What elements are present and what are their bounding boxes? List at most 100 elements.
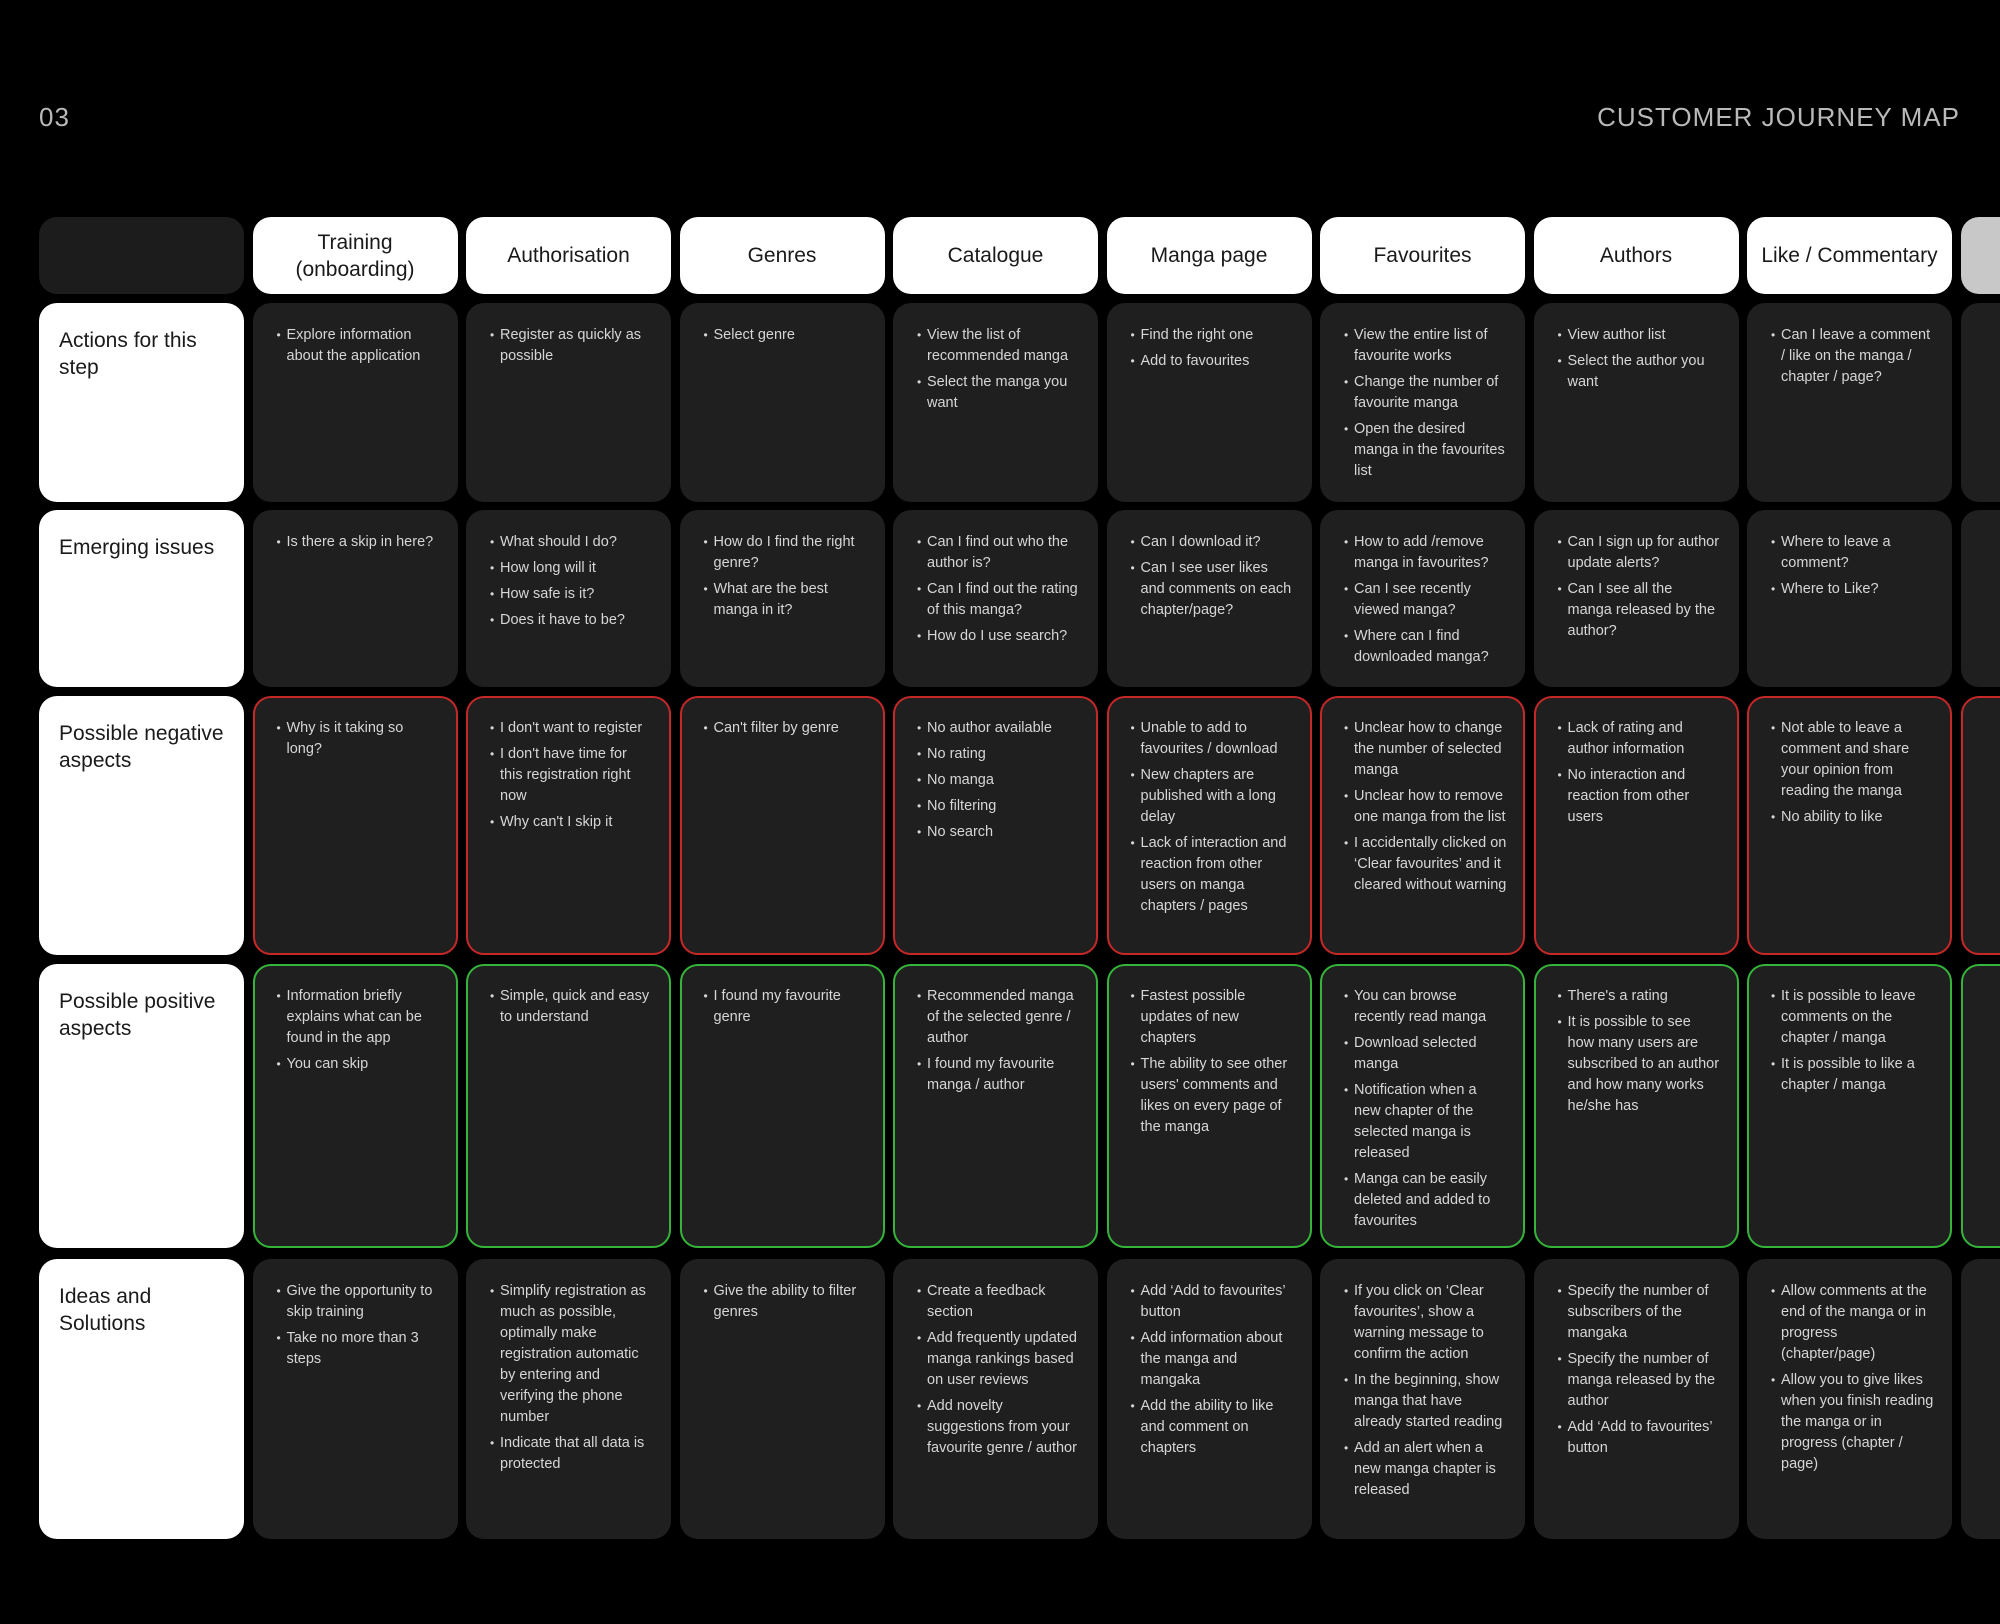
journey-cell-overflow [1960, 696, 2000, 955]
bullet-item: Add to favourites [1131, 351, 1294, 372]
bullet-item: Add novelty suggestions from your favour… [917, 1396, 1080, 1459]
cell-bullet-list: Simplify registration as much as possibl… [490, 1281, 653, 1475]
journey-cell-overflow [1960, 964, 2000, 1248]
journey-cell: Register as quickly as possible [466, 303, 671, 502]
bullet-item: I accidentally clicked on ‘Clear favouri… [1344, 833, 1507, 896]
cell-bullet-list: Information briefly explains what can be… [277, 986, 440, 1075]
cell-bullet-list: Why is it taking so long? [277, 718, 440, 760]
journey-cell: Not able to leave a comment and share yo… [1747, 696, 1952, 955]
cell-bullet-list: Select genre [704, 325, 867, 346]
journey-cell-overflow [1960, 510, 2000, 687]
row-label-actions-for-this-step: Actions for this step [39, 303, 244, 502]
journey-cell: Specify the number of subscribers of the… [1533, 1259, 1739, 1539]
journey-cell: What should I do?How long will itHow saf… [466, 510, 671, 687]
bullet-item: Fastest possible updates of new chapters [1131, 986, 1294, 1049]
journey-cell: It is possible to leave comments on the … [1747, 964, 1952, 1248]
bullet-item: I found my favourite genre [704, 986, 867, 1028]
cell-bullet-list: Can I leave a comment / like on the mang… [1771, 325, 1934, 388]
journey-cell: Why is it taking so long? [252, 696, 458, 955]
cell-bullet-list: Find the right oneAdd to favourites [1131, 325, 1294, 372]
bullet-item: Specify the number of manga released by … [1558, 1349, 1721, 1412]
cell-bullet-list: I don't want to registerI don't have tim… [490, 718, 653, 833]
bullet-item: Notification when a new chapter of the s… [1344, 1080, 1507, 1164]
journey-cell: View the list of recommended mangaSelect… [893, 303, 1098, 502]
bullet-item: How to add /remove manga in favourites? [1344, 532, 1507, 574]
bullet-item: View the entire list of favourite works [1344, 325, 1507, 367]
cell-bullet-list: You can browse recently read mangaDownlo… [1344, 986, 1507, 1232]
journey-cell: No author availableNo ratingNo mangaNo f… [893, 696, 1098, 955]
cell-bullet-list: It is possible to leave comments on the … [1771, 986, 1934, 1096]
journey-cell: Explore information about the applicatio… [252, 303, 458, 502]
bullet-item: Unclear how to remove one manga from the… [1344, 786, 1507, 828]
bullet-item: Give the ability to filter genres [704, 1281, 867, 1323]
bullet-item: Why is it taking so long? [277, 718, 440, 760]
journey-cell-overflow [1960, 1259, 2000, 1539]
journey-cell: You can browse recently read mangaDownlo… [1320, 964, 1525, 1248]
bullet-item: I don't want to register [490, 718, 653, 739]
journey-cell: Allow comments at the end of the manga o… [1747, 1259, 1952, 1539]
cell-bullet-list: Can I sign up for author update alerts? C… [1558, 532, 1721, 642]
bullet-item: Lack of interaction and reaction from ot… [1131, 833, 1294, 917]
cell-bullet-list: View the list of recommended mangaSelect… [917, 325, 1080, 414]
cell-bullet-list: Create a feedback sectionAdd frequently … [917, 1281, 1080, 1459]
bullet-item: No interaction and reaction from other u… [1558, 765, 1721, 828]
cell-bullet-list: Is there a skip in here? [277, 532, 440, 553]
bullet-item: Can I see all the manga released by the … [1558, 579, 1721, 642]
cell-bullet-list: Specify the number of subscribers of the… [1558, 1281, 1721, 1459]
cell-bullet-list: Register as quickly as possible [490, 325, 653, 367]
cell-bullet-list: View author listSelect the author you wa… [1558, 325, 1721, 393]
journey-cell: Create a feedback sectionAdd frequently … [893, 1259, 1098, 1539]
cell-bullet-list: Add ‘Add to favourites’ buttonAdd inform… [1131, 1281, 1294, 1459]
journey-cell: Unclear how to change the number of sele… [1320, 696, 1525, 955]
bullet-item: Find the right one [1131, 325, 1294, 346]
bullet-item: No manga [917, 770, 1080, 791]
bullet-item: Where can I find downloaded manga? [1344, 626, 1507, 668]
bullet-item: Can I find out who the author is? [917, 532, 1080, 574]
bullet-item: No ability to like [1771, 807, 1934, 828]
bullet-item: Add ‘Add to favourites’ button [1131, 1281, 1294, 1323]
row-label-emerging-issues: Emerging issues [39, 510, 244, 687]
bullet-item: No filtering [917, 796, 1080, 817]
bullet-item: You can skip [277, 1054, 440, 1075]
bullet-item: Open the desired manga in the favourites… [1344, 419, 1507, 482]
journey-cell: Find the right oneAdd to favourites [1106, 303, 1312, 502]
grid-corner [39, 217, 244, 294]
cell-bullet-list: Simple, quick and easy to understand [490, 986, 653, 1028]
cell-bullet-list: Can I download it?Can I see user likes a… [1131, 532, 1294, 621]
stage-header-catalogue: Catalogue [893, 217, 1098, 294]
cell-bullet-list: I found my favourite genre [704, 986, 867, 1028]
bullet-item: In the beginning, show manga that have a… [1344, 1370, 1507, 1433]
bullet-item: View author list [1558, 325, 1721, 346]
cell-bullet-list: View the entire list of favourite worksC… [1344, 325, 1507, 482]
bullet-item: There's a rating [1558, 986, 1721, 1007]
bullet-item: If you click on ‘Clear favourites’, show… [1344, 1281, 1507, 1365]
bullet-item: Add information about the manga and mang… [1131, 1328, 1294, 1391]
bullet-item: No author available [917, 718, 1080, 739]
bullet-item: Add frequently updated manga rankings ba… [917, 1328, 1080, 1391]
stage-header-favourites: Favourites [1320, 217, 1525, 294]
bullet-item: Add the ability to like and comment on c… [1131, 1396, 1294, 1459]
journey-cell: I found my favourite genre [679, 964, 885, 1248]
bullet-item: Indicate that all data is protected [490, 1433, 653, 1475]
journey-cell: Where to leave a comment?Where to Like? [1747, 510, 1952, 687]
cell-bullet-list: Fastest possible updates of new chapters… [1131, 986, 1294, 1138]
bullet-item: Add an alert when a new manga chapter is… [1344, 1438, 1507, 1501]
bullet-item: I found my favourite manga / author [917, 1054, 1080, 1096]
journey-cell: Fastest possible updates of new chapters… [1106, 964, 1312, 1248]
cell-bullet-list: Where to leave a comment?Where to Like? [1771, 532, 1934, 600]
stage-header-authorisation: Authorisation [466, 217, 671, 294]
bullet-item: Download selected manga [1344, 1033, 1507, 1075]
bullet-item: Is there a skip in here? [277, 532, 440, 553]
cell-bullet-list: Give the ability to filter genres [704, 1281, 867, 1323]
journey-cell: Select genre [679, 303, 885, 502]
bullet-item: Can't filter by genre [704, 718, 867, 739]
bullet-item: It is possible to see how many users are… [1558, 1012, 1721, 1117]
bullet-item: Allow you to give likes when you finish … [1771, 1370, 1934, 1475]
cell-bullet-list: Explore information about the applicatio… [277, 325, 440, 367]
bullet-item: Manga can be easily deleted and added to… [1344, 1169, 1507, 1232]
bullet-item: Unclear how to change the number of sele… [1344, 718, 1507, 781]
bullet-item: Register as quickly as possible [490, 325, 653, 367]
bullet-item: Can I sign up for author update alerts? [1558, 532, 1721, 574]
bullet-item: Create a feedback section [917, 1281, 1080, 1323]
cell-bullet-list: Unable to add to favourites / downloadNe… [1131, 718, 1294, 917]
